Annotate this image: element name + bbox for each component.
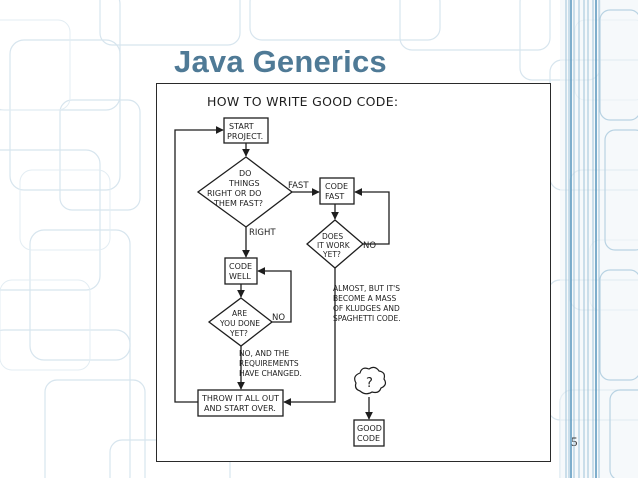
good-code-line-2: CODE — [357, 434, 380, 443]
page-number: 5 — [571, 434, 578, 449]
question-mark: ? — [366, 376, 373, 391]
question-cloud: ? — [354, 366, 387, 395]
code-well-node: CODE WELL — [224, 257, 258, 285]
decision-right-or-fast-line-2: THINGS — [228, 179, 260, 188]
decision-does-it-work: DOES IT WORK YET? — [306, 219, 364, 269]
decision-are-you-done: ARE YOU DONE YET? — [207, 297, 274, 347]
are-you-done-line-2: YOU DONE — [219, 319, 260, 328]
code-fast-line-1: CODE — [325, 182, 348, 191]
good-code-line-1: GOOD — [357, 424, 382, 433]
does-it-work-line-2: IT WORK — [317, 241, 351, 250]
decision-right-or-fast-line-4: THEM FAST? — [213, 199, 263, 208]
are-you-done-line-3: YET? — [229, 329, 248, 338]
throw-it-out-node: THROW IT ALL OUT AND START OVER. — [197, 389, 284, 417]
label-right: RIGHT — [249, 228, 276, 238]
label-no-work: NO — [363, 241, 376, 251]
almost-note-line-4: SPAGHETTI CODE. — [333, 314, 401, 323]
decision-right-or-fast-line-1: DO — [239, 169, 251, 178]
code-fast-line-2: FAST — [325, 192, 344, 201]
code-fast-node: CODE FAST — [319, 177, 355, 205]
almost-note: ALMOST, BUT IT'S BECOME A MASS OF KLUDGE… — [333, 284, 401, 323]
label-no-done: NO — [272, 313, 285, 323]
does-it-work-line-1: DOES — [322, 232, 343, 241]
throw-it-out-line-2: AND START OVER. — [204, 404, 276, 413]
requirements-line-3: HAVE CHANGED. — [239, 369, 302, 378]
decision-right-or-fast-line-3: RIGHT OR DO — [207, 189, 261, 198]
comic-heading: HOW TO WRITE GOOD CODE: — [207, 94, 398, 109]
start-project-node: START PROJECT. — [223, 117, 269, 144]
flow-connectors — [174, 126, 390, 420]
label-fast: FAST — [288, 181, 309, 191]
good-code-node: GOOD CODE — [353, 419, 385, 447]
are-you-done-line-1: ARE — [232, 309, 247, 318]
code-well-line-2: WELL — [229, 272, 251, 281]
almost-note-line-1: ALMOST, BUT IT'S — [333, 284, 400, 293]
start-project-line-1: START — [229, 122, 254, 131]
flowchart-comic: HOW TO WRITE GOOD CODE: START PROJECT. D… — [156, 83, 551, 462]
decision-right-or-fast: DO THINGS RIGHT OR DO THEM FAST? — [196, 156, 294, 228]
does-it-work-line-3: YET? — [322, 250, 341, 259]
requirements-note: NO, AND THE REQUIREMENTS HAVE CHANGED. — [239, 349, 302, 378]
requirements-line-1: NO, AND THE — [239, 349, 289, 358]
almost-note-line-3: OF KLUDGES AND — [333, 304, 400, 313]
start-project-line-2: PROJECT. — [227, 132, 263, 141]
code-well-line-1: CODE — [229, 262, 252, 271]
throw-it-out-line-1: THROW IT ALL OUT — [201, 394, 279, 403]
slide-title: Java Generics — [174, 44, 387, 79]
almost-note-line-2: BECOME A MASS — [333, 294, 396, 303]
requirements-line-2: REQUIREMENTS — [239, 359, 299, 368]
